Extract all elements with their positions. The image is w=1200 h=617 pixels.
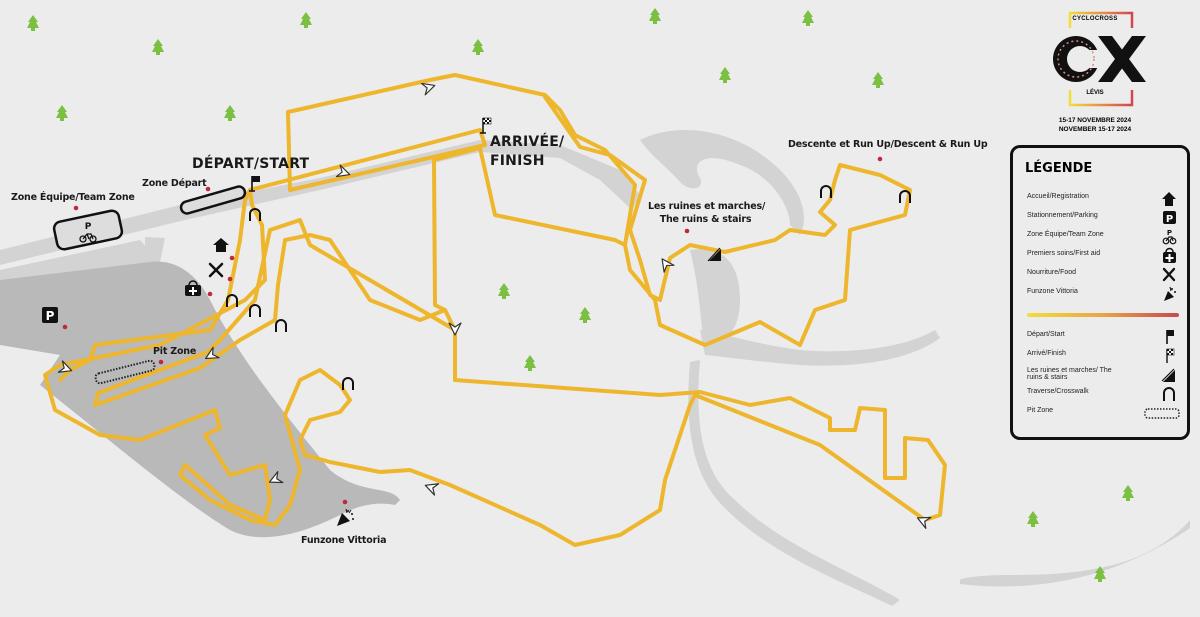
stairs-icon	[1161, 368, 1175, 382]
svg-text:P: P	[1166, 214, 1173, 225]
legend-item-parking: Stationnement/Parking P	[1027, 209, 1177, 227]
descent-label: Descente et Run Up/Descent & Run Up	[788, 139, 988, 150]
stairs-icon	[707, 247, 721, 262]
legend-title: LÉGENDE	[1025, 161, 1093, 176]
pit-zone-icon	[1144, 408, 1180, 419]
legend-item-funzone: Funzone Vittoria	[1027, 285, 1177, 303]
parking-pit-area	[0, 261, 400, 538]
house-icon	[1162, 192, 1176, 206]
house-icon	[213, 238, 229, 252]
team-zone-label: Zone Équipe/Team Zone	[11, 192, 135, 203]
party-popper-icon	[1164, 286, 1176, 301]
finish-label: ARRIVÉE/ FINISH	[490, 133, 564, 171]
legend-item-stairs: Les ruines et marches/ The ruins & stair…	[1027, 366, 1177, 384]
legend-item-finish: Arrivé/Finish	[1027, 347, 1177, 365]
finish-flag-icon	[1166, 348, 1175, 363]
start-flag-icon	[1166, 330, 1174, 344]
logo-dates-fr: 15-17 NOVEMBRE 2024	[1058, 117, 1132, 124]
ruins-label-line2: The ruins & stairs	[659, 214, 752, 225]
zone-depart-bar	[179, 185, 247, 215]
legend-item-crosswalk: Traverse/Crosswalk	[1027, 385, 1177, 403]
first-aid-icon	[185, 280, 201, 296]
crosswalk-icon	[1163, 387, 1175, 401]
legend-divider	[1027, 313, 1179, 317]
start-flag-icon	[249, 176, 260, 192]
legend-panel: LÉGENDE Accueil/Registration Stationneme…	[1010, 145, 1190, 440]
legend-item-registration: Accueil/Registration	[1027, 190, 1177, 208]
logo-title-small: CYCLOCROSS	[1072, 16, 1118, 22]
legend-item-pit-zone: Pit Zone	[1027, 404, 1180, 422]
course-route	[43, 73, 947, 547]
finish-label-line1: ARRIVÉE/	[490, 134, 565, 150]
svg-text:P: P	[46, 309, 55, 323]
ruins-label: Les ruines et marches/ The ruins & stair…	[648, 200, 766, 226]
ruins-label-line1: Les ruines et marches/	[648, 201, 766, 212]
team-zone-box: P	[52, 209, 124, 251]
svg-text:P: P	[1167, 229, 1172, 237]
location-dots	[62, 156, 883, 505]
first-aid-icon	[1163, 247, 1176, 263]
legend-item-first-aid: Premiers soins/First aid	[1027, 247, 1177, 265]
svg-text:P: P	[85, 222, 92, 232]
legend-item-start: Départ/Start	[1027, 328, 1177, 346]
parking-icon: P	[42, 307, 58, 323]
event-logo: CYCLOCROSS LÉVIS 15-17 NOVEMBRE 2024 NOV…	[1040, 10, 1150, 138]
finish-flag-icon	[480, 117, 492, 134]
food-icon	[1162, 267, 1176, 282]
finish-label-line2: FINISH	[490, 153, 545, 169]
party-popper-icon	[337, 508, 354, 526]
bike-parking-icon: P	[1162, 229, 1177, 245]
legend-item-food: Nourriture/Food	[1027, 266, 1177, 284]
logo-frame	[1053, 11, 1146, 107]
funzone-label: Funzone Vittoria	[301, 535, 387, 546]
legend-item-team-zone: Zone Équipe/Team Zone P	[1027, 228, 1177, 246]
start-label: DÉPART/START	[192, 156, 310, 172]
food-icon	[208, 262, 224, 278]
zone-depart-label: Zone Départ	[142, 178, 207, 189]
parking-icon: P	[1163, 211, 1176, 225]
pit-zone-label: Pit Zone	[153, 346, 197, 357]
logo-dates-en: NOVEMBER 15-17 2024	[1058, 126, 1132, 133]
logo-city: LÉVIS	[1086, 90, 1104, 96]
